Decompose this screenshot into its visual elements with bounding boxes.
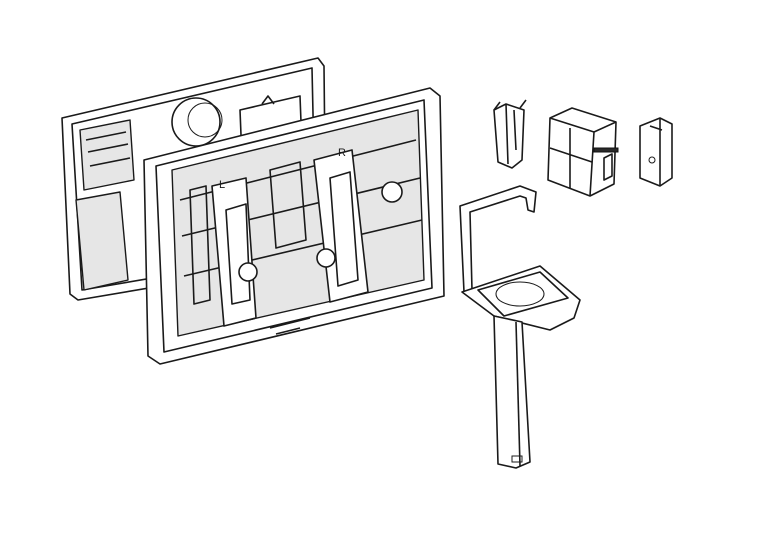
cube-adapter-part	[547, 107, 619, 197]
left-button-slot	[211, 177, 257, 327]
front-actuator-frame: L R	[143, 87, 445, 365]
left-label: L	[219, 179, 225, 191]
right-label: R	[338, 147, 346, 159]
bracket-part	[639, 117, 673, 187]
installation-stand	[459, 185, 581, 469]
clip-part	[493, 99, 527, 169]
